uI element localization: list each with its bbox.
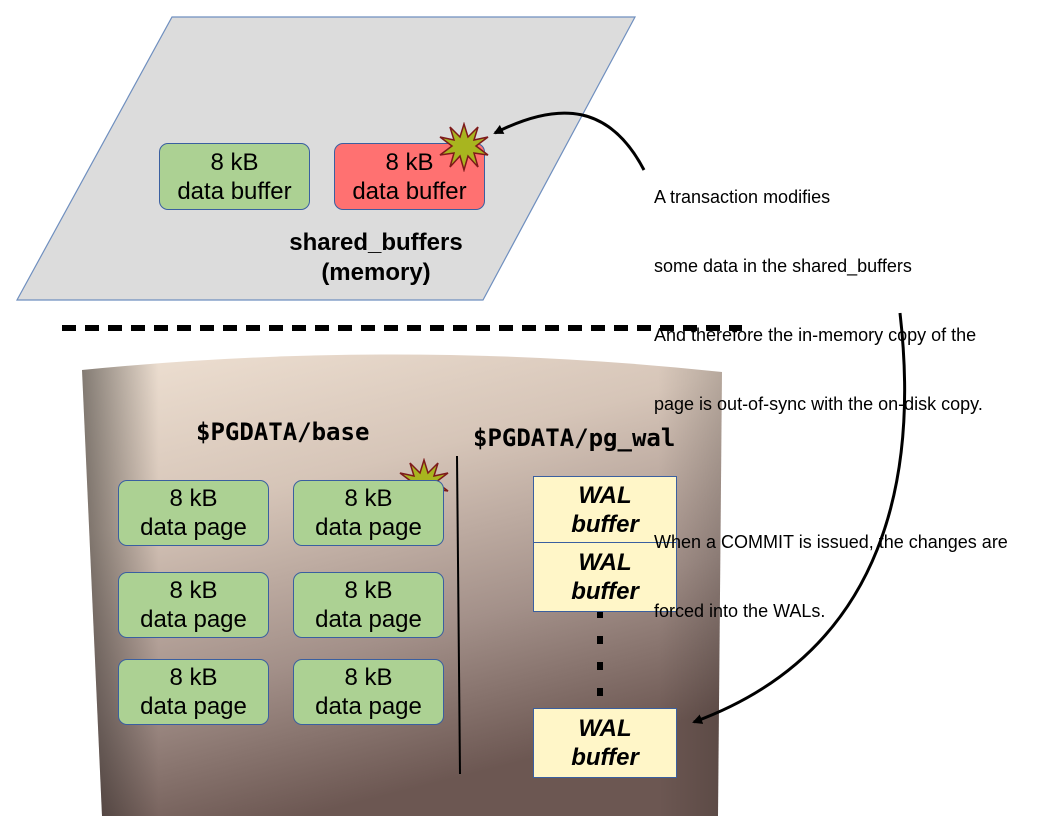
wal-ellipsis-dot — [597, 636, 603, 644]
data-page: 8 kB data page — [293, 572, 444, 638]
buffer-label: data buffer — [177, 177, 292, 205]
page-size: 8 kB — [344, 577, 393, 604]
buffer-size: 8 kB — [210, 148, 259, 176]
annotation-line: forced into the WALs. — [654, 601, 826, 621]
data-page: 8 kB data page — [118, 480, 269, 546]
change-burst-icon — [439, 122, 489, 172]
wal-ellipsis-dot — [597, 688, 603, 696]
shared-buffers-plane — [15, 16, 637, 301]
wal-buffer-line1: WAL — [578, 715, 632, 742]
wal-buffer: WAL buffer — [533, 476, 677, 544]
pg-wal-directory-label: $PGDATA/pg_wal — [473, 424, 676, 452]
base-wal-divider — [456, 455, 461, 775]
wal-buffer: WAL buffer — [533, 542, 677, 612]
annotation-line: A transaction modifies — [654, 187, 831, 207]
annotation-line: When a COMMIT is issued, the changes are — [654, 532, 1008, 552]
page-label: data page — [140, 693, 247, 720]
annotation-line: And therefore the in-memory copy of the — [654, 325, 977, 345]
page-label: data page — [315, 693, 422, 720]
annotation-line: page is out-of-sync with the on-disk cop… — [654, 394, 983, 414]
wal-buffer-line2: buffer — [571, 511, 639, 538]
page-label: data page — [140, 514, 247, 541]
page-label: data page — [315, 514, 422, 541]
transaction-annotation: A transaction modifies some data in the … — [654, 140, 1008, 646]
annotation-line: some data in the shared_buffers — [654, 256, 912, 276]
data-page: 8 kB data page — [118, 572, 269, 638]
page-label: data page — [140, 606, 247, 633]
data-page: 8 kB data page — [118, 659, 269, 725]
page-size: 8 kB — [344, 664, 393, 691]
commit-arrow — [692, 312, 907, 724]
clean-data-buffer: 8 kB data buffer — [159, 143, 310, 210]
shared-buffers-title: shared_buffers — [289, 229, 463, 256]
page-size: 8 kB — [169, 485, 218, 512]
data-page-modified: 8 kB data page — [293, 480, 444, 546]
page-size: 8 kB — [344, 485, 393, 512]
shared-buffers-subtitle: (memory) — [321, 259, 431, 286]
wal-buffer-latest: WAL buffer — [533, 708, 677, 778]
base-directory-label: $PGDATA/base — [196, 418, 370, 446]
buffer-label: data buffer — [352, 177, 467, 205]
wal-buffer-line1: WAL — [578, 482, 632, 509]
page-size: 8 kB — [169, 577, 218, 604]
page-size: 8 kB — [169, 664, 218, 691]
buffer-size: 8 kB — [385, 148, 434, 176]
wal-ellipsis-dot — [597, 662, 603, 670]
wal-buffer-line1: WAL — [578, 549, 632, 576]
wal-buffer-line2: buffer — [571, 578, 639, 605]
wal-buffer-line2: buffer — [571, 744, 639, 771]
annotation-spacer — [654, 462, 1008, 485]
shared-buffers-label: shared_buffers (memory) — [259, 228, 493, 288]
wal-ellipsis-dot — [597, 610, 603, 618]
modify-arrow — [493, 111, 646, 171]
page-label: data page — [315, 606, 422, 633]
data-page: 8 kB data page — [293, 659, 444, 725]
